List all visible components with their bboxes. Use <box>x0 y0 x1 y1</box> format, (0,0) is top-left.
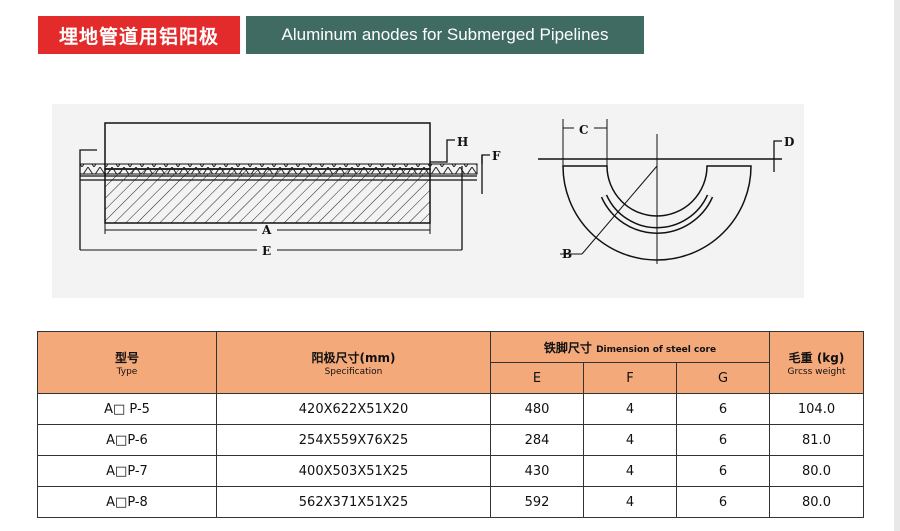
header-G: G <box>676 362 770 394</box>
label-H: H <box>457 135 468 149</box>
table-row: A□P-8 562X371X51X25 592 4 6 80.0 <box>37 486 864 518</box>
table-row: A□ P-5 420X622X51X20 480 4 6 104.0 <box>37 393 864 425</box>
cell-spec: 420X622X51X20 <box>216 393 491 425</box>
title-english: Aluminum anodes for Submerged Pipelines <box>246 16 644 54</box>
table-row: A□P-7 400X503X51X25 430 4 6 80.0 <box>37 455 864 487</box>
cell-G: 6 <box>676 455 770 487</box>
cell-G: 6 <box>676 393 770 425</box>
cell-type: A□P-6 <box>37 424 217 456</box>
label-A: A <box>261 223 272 237</box>
cell-E: 480 <box>490 393 584 425</box>
title-chinese: 埋地管道用铝阳极 <box>38 16 240 54</box>
spec-table: 型号 Type 阳极尺寸(mm) Specification 铁脚尺寸 Dime… <box>37 331 864 518</box>
cell-spec: 562X371X51X25 <box>216 486 491 518</box>
label-E: E <box>262 244 271 258</box>
label-B: B <box>562 247 572 261</box>
header-weight: 毛重 (kg) Grcss weight <box>769 331 864 394</box>
cell-E: 592 <box>490 486 584 518</box>
cell-F: 4 <box>583 393 677 425</box>
cell-spec: 400X503X51X25 <box>216 455 491 487</box>
right-edge-divider <box>894 0 900 531</box>
header-F: F <box>583 362 677 394</box>
cell-E: 284 <box>490 424 584 456</box>
header-core: 铁脚尺寸 Dimension of steel core <box>490 331 770 363</box>
end-view: C D B <box>538 119 794 264</box>
label-C: C <box>579 123 589 137</box>
cell-weight: 104.0 <box>769 393 864 425</box>
side-view: A E H F <box>79 122 501 258</box>
cell-type: A□ P-5 <box>37 393 217 425</box>
cell-weight: 81.0 <box>769 424 864 456</box>
label-F: F <box>492 149 501 163</box>
cell-F: 4 <box>583 455 677 487</box>
header-spec: 阳极尺寸(mm) Specification <box>216 331 491 394</box>
cell-F: 4 <box>583 424 677 456</box>
cell-weight: 80.0 <box>769 455 864 487</box>
header-E: E <box>490 362 584 394</box>
cell-E: 430 <box>490 455 584 487</box>
label-D: D <box>784 135 794 149</box>
cell-weight: 80.0 <box>769 486 864 518</box>
cell-G: 6 <box>676 486 770 518</box>
cell-G: 6 <box>676 424 770 456</box>
cell-F: 4 <box>583 486 677 518</box>
technical-drawing: A E H F C D B <box>52 104 804 298</box>
cell-spec: 254X559X76X25 <box>216 424 491 456</box>
drawing-svg: A E H F C D B <box>79 119 794 264</box>
cell-type: A□P-8 <box>37 486 217 518</box>
header-type: 型号 Type <box>37 331 217 394</box>
table-row: A□P-6 254X559X76X25 284 4 6 81.0 <box>37 424 864 456</box>
cell-type: A□P-7 <box>37 455 217 487</box>
